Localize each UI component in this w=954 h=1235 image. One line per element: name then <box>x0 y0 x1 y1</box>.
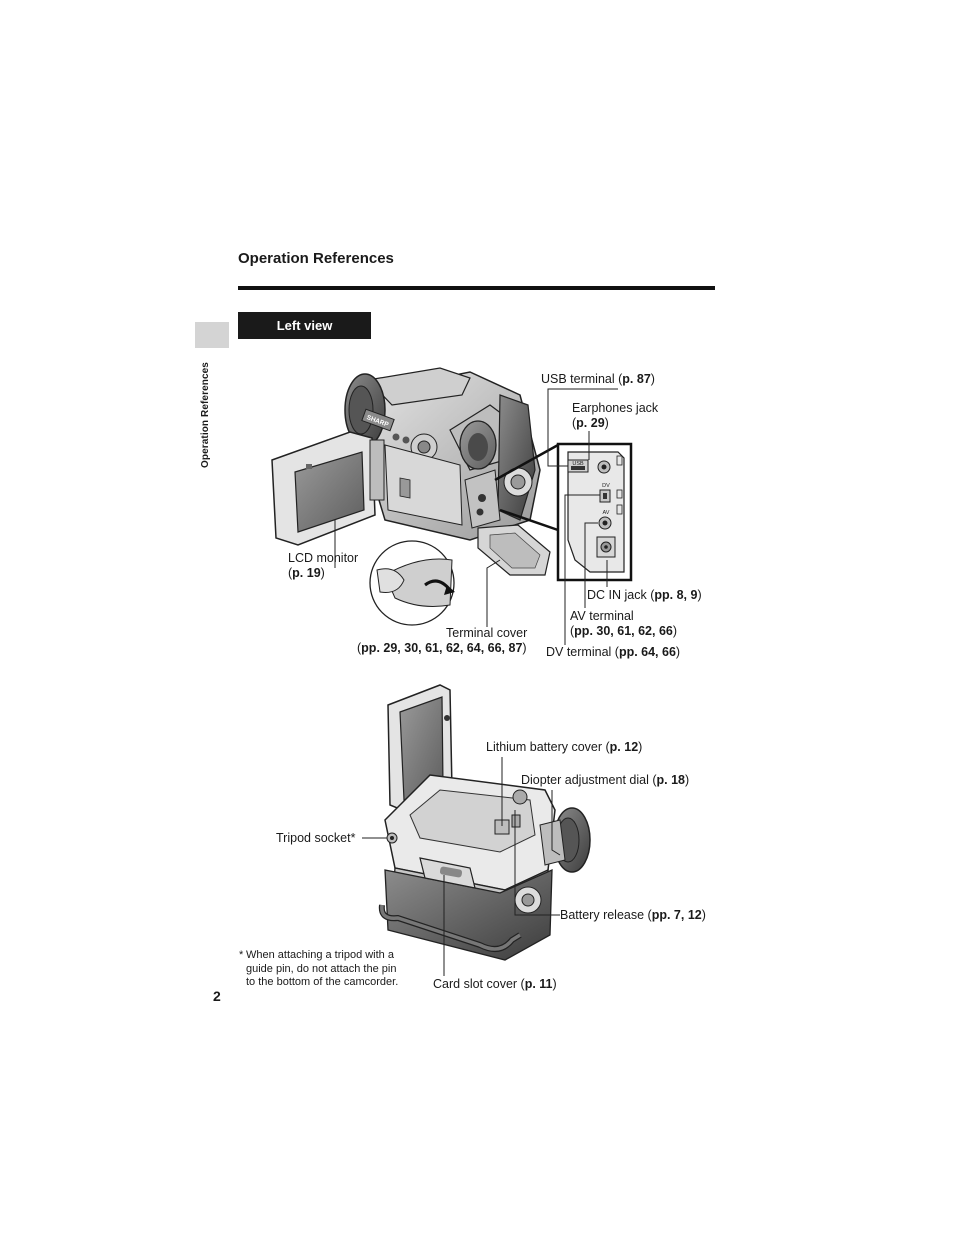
label-av-terminal: AV terminal (pp. 30, 61, 62, 66) <box>570 609 678 638</box>
label-dv-terminal: DV terminal (pp. 64, 66) <box>546 645 681 659</box>
title-rule <box>238 286 715 290</box>
av-marking: AV <box>603 510 610 516</box>
camcorder-bottom-view <box>378 684 591 961</box>
side-tab <box>195 322 229 348</box>
label-diopter-dial: Diopter adjustment dial (p. 18) <box>521 773 690 787</box>
page-title: Operation References <box>238 250 394 267</box>
label-terminal-cover: Terminal cover <box>446 626 528 640</box>
leader-lines-top <box>334 388 618 645</box>
footnote-text: When attaching a tripod with a guide pin… <box>246 949 399 988</box>
page-number: 2 <box>213 988 221 1004</box>
label-usb-terminal: USB terminal (p. 87) <box>541 372 655 386</box>
label-battery-release: Battery release (pp. 7, 12) <box>560 908 706 922</box>
camcorder-left-view: SHARP <box>271 367 559 576</box>
section-heading: Left view <box>238 312 371 339</box>
label-lcd-monitor: LCD monitor (p. 19) <box>288 551 359 580</box>
terminal-panel-closeup: USB DV AV <box>556 442 633 582</box>
leader-lines-bottom <box>362 757 561 976</box>
dv-marking: DV <box>602 483 610 489</box>
label-earphones-jack: Earphones jack (p. 29) <box>572 401 659 430</box>
cover-opening-inset <box>369 540 455 626</box>
label-lithium-battery-cover: Lithium battery cover (p. 12) <box>486 740 643 754</box>
footnote: * When attaching a tripod with a guide p… <box>239 949 399 990</box>
label-terminal-cover-refs: (pp. 29, 30, 61, 62, 64, 66, 87) <box>357 641 527 655</box>
footnote-mark: * <box>239 949 244 961</box>
label-card-slot-cover: Card slot cover (p. 11) <box>433 977 557 991</box>
label-tripod-socket: Tripod socket* <box>276 831 356 845</box>
label-dc-in-jack: DC IN jack (pp. 8, 9) <box>587 588 702 602</box>
usb-marking: USB <box>572 461 584 467</box>
